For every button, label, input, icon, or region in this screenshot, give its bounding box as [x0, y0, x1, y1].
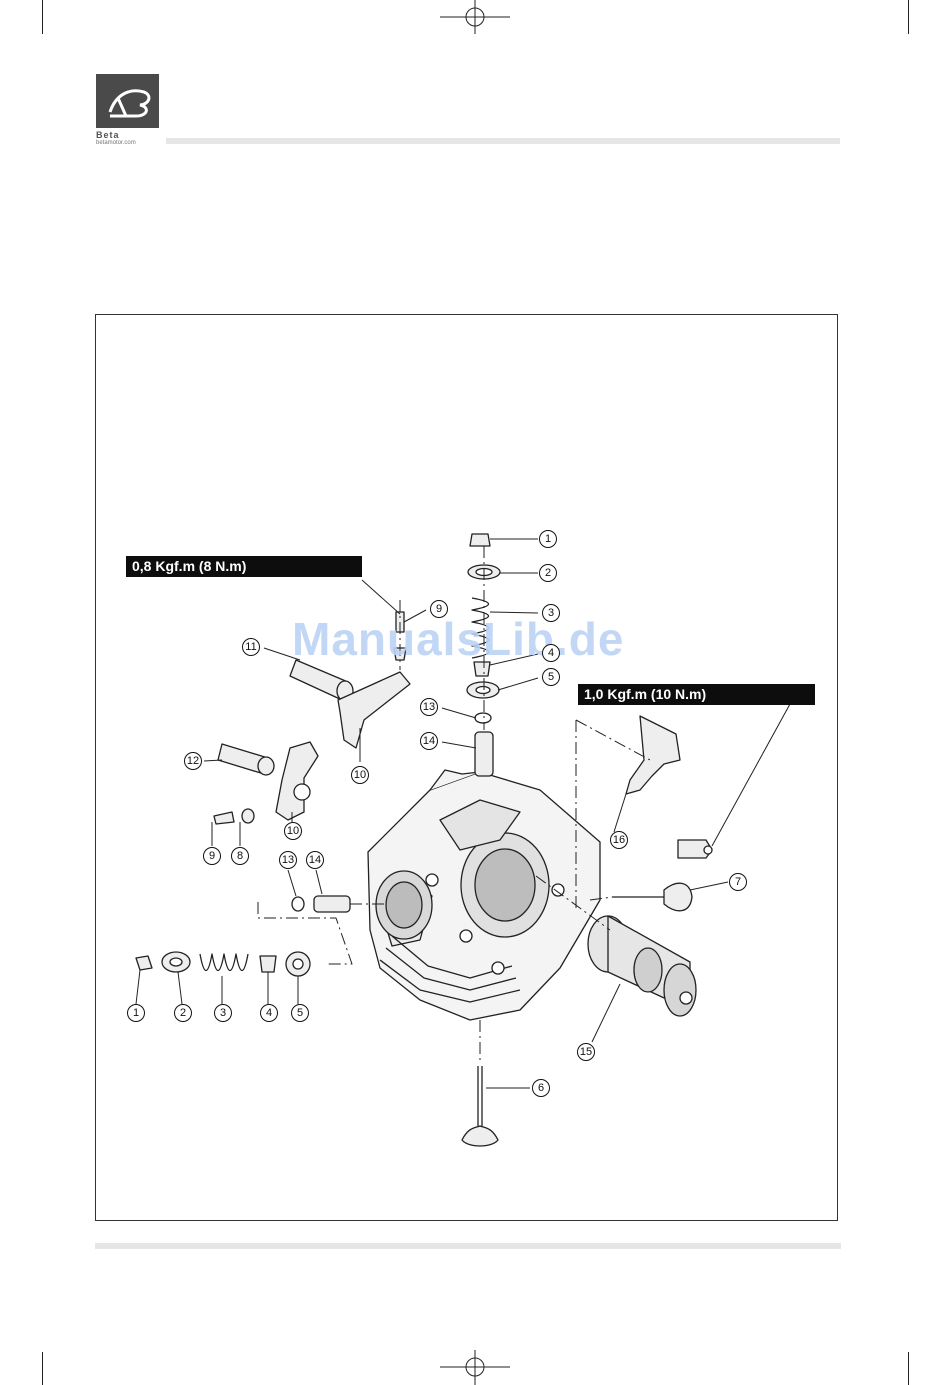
callout-9-mid: 9	[203, 847, 221, 865]
callout-12: 12	[184, 752, 202, 770]
callout-13-top: 13	[420, 698, 438, 716]
callout-9-top: 9	[430, 600, 448, 618]
callout-3-bottom: 3	[214, 1004, 232, 1022]
callout-8: 8	[231, 847, 249, 865]
callout-7: 7	[729, 873, 747, 891]
callout-15: 15	[577, 1043, 595, 1061]
callout-5-top: 5	[542, 668, 560, 686]
callout-1-bottom: 1	[127, 1004, 145, 1022]
callout-4-top: 4	[542, 644, 560, 662]
watermark: ManualsLib.de	[292, 612, 624, 666]
valve-right	[612, 716, 712, 911]
callout-14-mid: 14	[306, 851, 324, 869]
callout-11: 11	[242, 638, 260, 656]
camshaft	[588, 916, 696, 1016]
callout-2-bottom: 2	[174, 1004, 192, 1022]
callout-5-bottom: 5	[291, 1004, 309, 1022]
callout-16: 16	[610, 831, 628, 849]
torque-label-right: 1,0 Kgf.m (10 N.m)	[578, 684, 815, 705]
torque-label-left: 0,8 Kgf.m (8 N.m)	[126, 556, 362, 577]
lower-left-valve-parts	[136, 896, 350, 976]
callout-3-top: 3	[542, 604, 560, 622]
callout-2-top: 2	[539, 564, 557, 582]
callout-4-bottom: 4	[260, 1004, 278, 1022]
callout-14-top: 14	[420, 732, 438, 750]
callout-10-top: 10	[351, 766, 369, 784]
callout-10-mid: 10	[284, 822, 302, 840]
callout-6: 6	[532, 1079, 550, 1097]
callout-13-mid: 13	[279, 851, 297, 869]
callout-1-top: 1	[539, 530, 557, 548]
cylinder-head	[368, 770, 600, 1020]
valve-bottom	[462, 1066, 498, 1146]
